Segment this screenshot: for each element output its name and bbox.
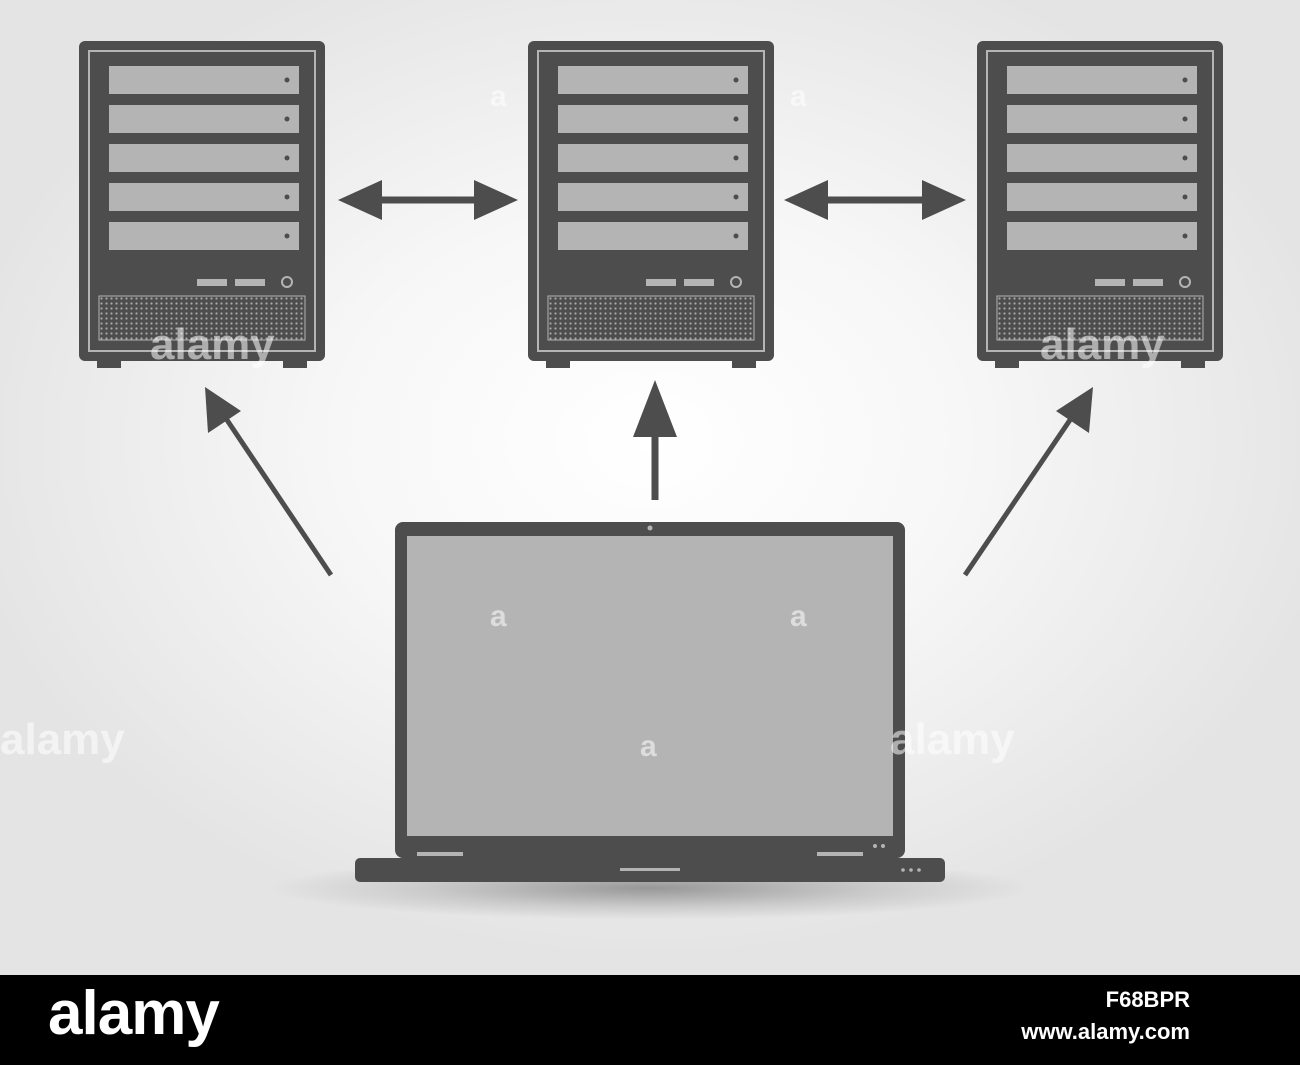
server-right-icon <box>977 41 1223 369</box>
laptop-icon <box>355 522 945 882</box>
arrow-laptop-to-server-left <box>205 387 334 577</box>
server-center-icon <box>528 41 774 369</box>
footer-bar: alamy F68BPR www.alamy.com <box>0 975 1300 1065</box>
bidirectional-arrow-left-center <box>338 180 518 220</box>
image-id-label: F68BPR <box>1105 987 1190 1012</box>
brand-logo: alamy <box>48 979 220 1048</box>
bidirectional-arrow-center-right <box>784 180 966 220</box>
site-url-label: www.alamy.com <box>1021 1019 1190 1044</box>
arrow-laptop-to-server-right <box>962 387 1093 577</box>
network-diagram <box>79 41 1223 920</box>
server-left-icon <box>79 41 325 369</box>
diagram-canvas: alamy alamy alamy alamy a a a a a <box>0 0 1300 975</box>
arrow-laptop-to-server-center <box>633 380 677 500</box>
